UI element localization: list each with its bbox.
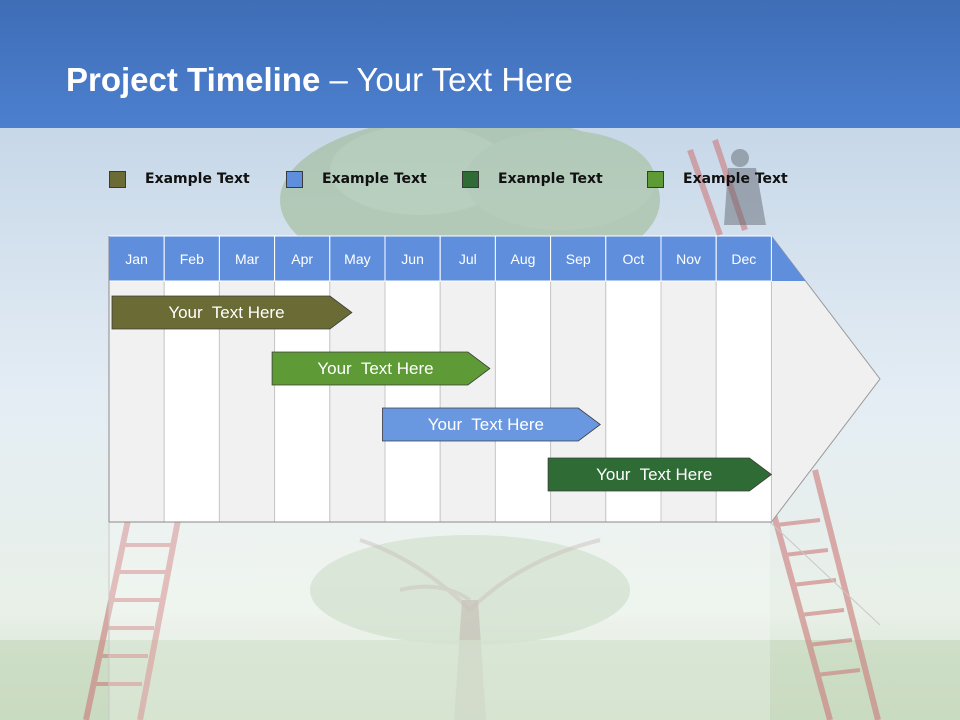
title-rest: – Your Text Here	[320, 61, 573, 98]
task-bar	[547, 457, 773, 492]
task-bar-label: Your Text Here	[596, 465, 712, 484]
month-label: Jan	[125, 251, 148, 267]
legend-swatch-4	[647, 171, 664, 188]
month-column	[439, 280, 496, 523]
month-header-cell	[108, 235, 165, 282]
timeline-arrow-header	[771, 236, 806, 281]
legend-swatch-2	[286, 171, 303, 188]
month-header-cell	[384, 235, 441, 282]
month-header-cell	[660, 235, 717, 282]
title-bold: Project Timeline	[66, 61, 321, 98]
legend-label-1: Example Text	[145, 171, 250, 187]
month-label: Apr	[291, 251, 313, 267]
month-header-cell	[329, 235, 386, 282]
month-label: Aug	[511, 251, 536, 267]
task-bar-label: Your Text Here	[168, 303, 284, 322]
legend-swatch-3	[462, 171, 479, 188]
month-header-cell	[163, 235, 220, 282]
month-header-cell	[715, 235, 772, 282]
task-bar	[111, 295, 353, 330]
slide-title: Project Timeline – Your Text Here	[66, 60, 573, 100]
month-label: May	[344, 251, 370, 267]
month-label: Dec	[731, 251, 756, 267]
month-label: Mar	[235, 251, 259, 267]
month-label: Feb	[180, 251, 204, 267]
month-header-cell	[274, 235, 331, 282]
legend-label-2: Example Text	[322, 171, 427, 187]
legend-label-4: Example Text	[683, 171, 788, 187]
month-header-cell	[494, 235, 552, 282]
legend-swatch-1	[109, 171, 126, 188]
right-ladder	[687, 139, 881, 720]
month-header-cell	[550, 235, 607, 282]
task-bar	[271, 351, 491, 386]
month-label: Jul	[459, 251, 477, 267]
month-label: Sep	[566, 251, 591, 267]
month-column	[384, 280, 441, 523]
legend-label-3: Example Text	[498, 171, 603, 187]
month-label: Jun	[401, 251, 424, 267]
task-bar-label: Your Text Here	[428, 415, 544, 434]
left-ladder	[83, 519, 181, 720]
task-bar-label: Your Text Here	[317, 359, 433, 378]
month-label: Nov	[676, 251, 701, 267]
month-label: Oct	[623, 251, 645, 267]
month-header-cell	[439, 235, 496, 282]
title-bar	[0, 0, 960, 128]
person-silhouette	[724, 149, 766, 225]
month-column	[494, 280, 552, 523]
month-header-cell	[218, 235, 276, 282]
task-bar	[382, 407, 601, 442]
timeline-shadow	[109, 522, 770, 720]
